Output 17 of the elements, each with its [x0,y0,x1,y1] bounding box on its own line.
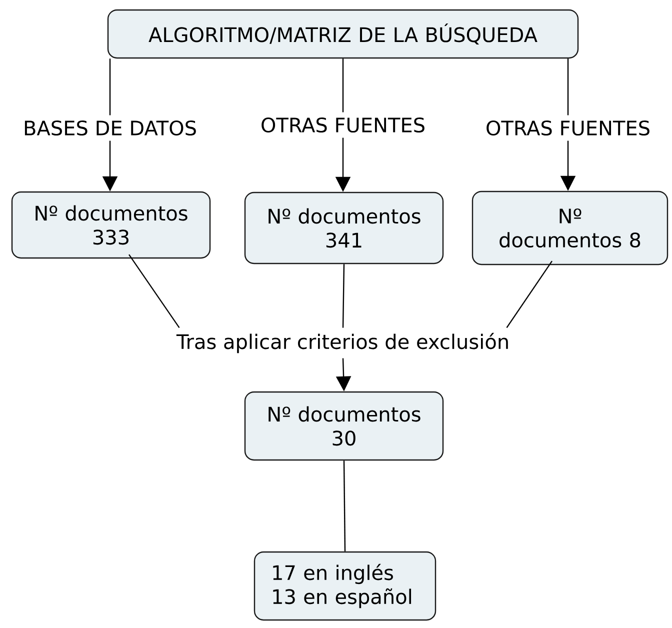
concept-box: Nº documentos 30 [244,391,444,461]
concept-box: Nº documentos 8 [472,190,668,266]
concept-box: Nº documentos 341 [244,192,444,264]
concept-box: Nº documentos 333 [11,191,211,259]
connector-line [567,58,569,116]
connector-line [342,264,345,328]
connector-line [343,460,346,552]
linking-phrase: BASES DE DATOS [24,120,196,136]
connector-line [109,58,111,116]
concept-box: 17 en inglés 13 en español [254,551,436,621]
concept-box: ALGORITMO/MATRIZ DE LA BÚSQUEDA [107,9,579,59]
connector-line [342,58,344,112]
linking-phrase: Tras aplicar criterios de exclusión [176,332,508,354]
connector-line [506,260,552,328]
connector-line [128,254,180,328]
linking-phrase: OTRAS FUENTES [262,117,424,133]
linking-phrase: OTRAS FUENTES [486,120,650,136]
